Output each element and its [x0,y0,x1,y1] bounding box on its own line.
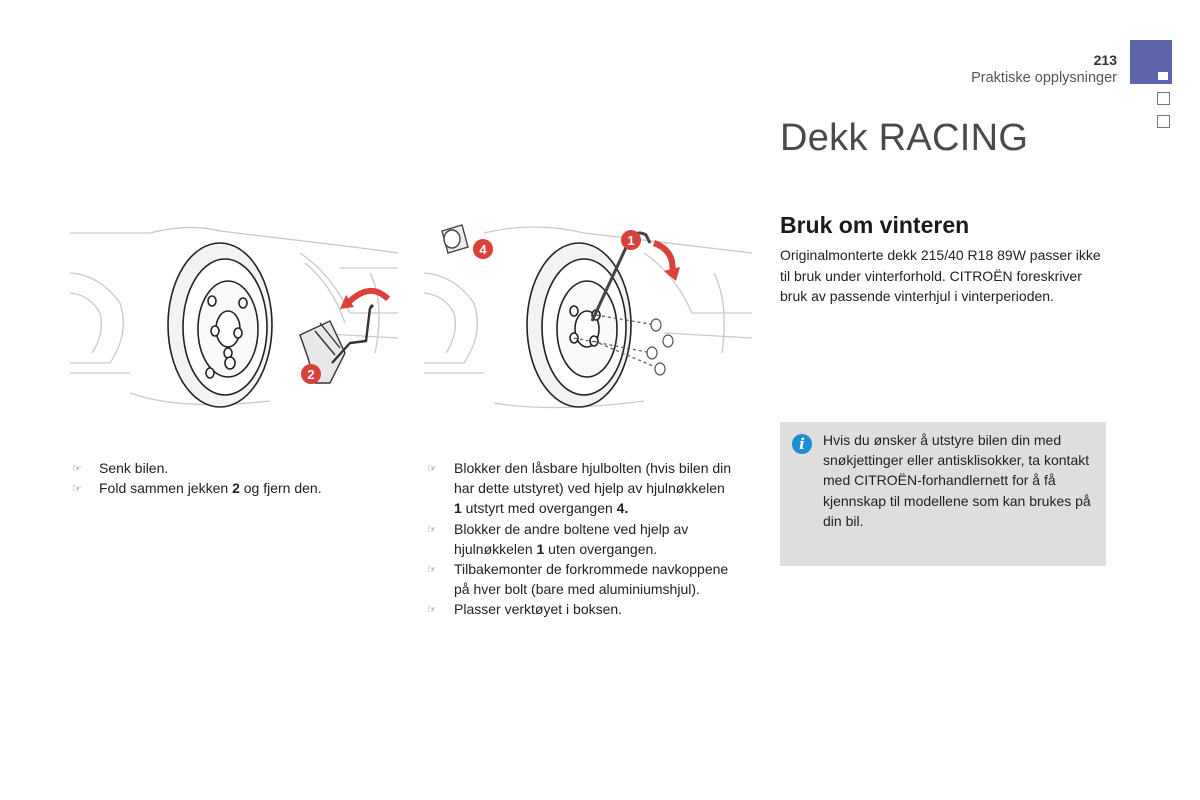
subheading: Bruk om vinteren [780,212,970,238]
callout-4 [473,239,493,259]
wheel-nuts [573,314,674,376]
jack-illustration: 2 [70,226,398,408]
wheel-bolts-illustration: 1 4 [424,224,752,409]
callout-1 [621,230,641,250]
tab-box-1 [1157,92,1170,105]
bullet-icon: ☞ [427,564,437,577]
page-title: Dekk RACING [780,117,1029,159]
list-item: ☞Fold sammen jekken 2 og fjern den. [72,478,382,498]
bullet-icon: ☞ [427,604,437,617]
steps-right: ☞Blokker den låsbare hjulbolten (hvis bi… [427,458,732,620]
callout-4-label: 4 [479,242,487,257]
info-icon: i [792,434,812,454]
section-tab [1130,40,1172,84]
page-number: 213 [1093,52,1117,68]
section-title: Praktiske opplysninger [971,70,1117,86]
info-box: i Hvis du ønsker å utstyre bilen din med… [780,422,1106,566]
steps-left: ☞Senk bilen. ☞Fold sammen jekken 2 og fj… [72,458,382,498]
bullet-icon: ☞ [72,463,82,475]
list-item: ☞Blokker de andre boltene ved hjelp av h… [427,520,689,557]
list-item: ☞Blokker den låsbare hjulbolten (hvis bi… [427,460,732,517]
bullet-icon: ☞ [427,523,437,536]
adapter [441,224,469,254]
callout-2-label: 2 [307,367,314,382]
list-item: ☞Tilbakemonter de forkrommede navkoppene… [427,561,729,598]
bullet-icon: ☞ [72,483,82,496]
list-item: ☞Plasser verktøyet i boksen. [427,599,732,619]
body-outline [70,226,398,254]
tab-marker [1158,72,1168,80]
bullet-icon: ☞ [427,463,437,475]
info-text: Hvis du ønsker å utstyre bilen din med s… [823,432,1091,529]
fold-arrow [345,288,391,306]
callout-2 [301,364,321,384]
intro-text: Originalmonterte dekk 215/40 R18 89W pas… [780,247,1101,304]
tab-box-2 [1157,115,1170,128]
callout-1-label: 1 [627,233,634,248]
list-item: ☞Senk bilen. [72,458,382,478]
